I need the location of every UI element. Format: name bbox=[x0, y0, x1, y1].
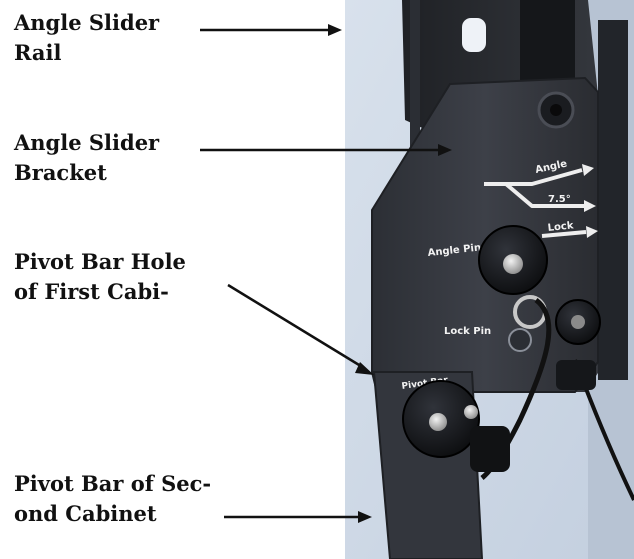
angle-arrows bbox=[484, 164, 598, 238]
callout-angle-slider-bracket: Angle Slider Bracket bbox=[14, 128, 159, 188]
callout-line: Pivot Bar Hole bbox=[14, 249, 186, 274]
callout-pivot-bar-second-cabinet: Pivot Bar of Sec- ond Cabinet bbox=[14, 469, 211, 529]
lock-pin-hole bbox=[508, 328, 532, 352]
arrow-pivot-hole bbox=[227, 283, 365, 370]
arrowhead-pivot-hole bbox=[355, 362, 374, 375]
plate-label-lock: Lock bbox=[547, 220, 574, 234]
callout-line: Angle Slider bbox=[14, 130, 160, 155]
angle-pin-knob bbox=[478, 225, 548, 295]
plate-label-angle-degrees: 7.5° bbox=[548, 194, 571, 205]
arrowhead-bracket bbox=[438, 144, 452, 156]
lock-pin-knob bbox=[555, 299, 601, 390]
pivot-bar-knob bbox=[402, 380, 480, 458]
arrowhead-pivot-bar bbox=[358, 511, 372, 523]
callout-angle-slider-rail: Angle Slider Rail bbox=[14, 8, 159, 68]
arrowhead-rail bbox=[328, 24, 342, 36]
callout-pivot-bar-hole: Pivot Bar Hole of First Cabi- bbox=[14, 247, 186, 307]
callout-line: ond Cabinet bbox=[14, 501, 157, 526]
callout-line: Angle Slider bbox=[14, 10, 160, 35]
lower-clip bbox=[470, 426, 510, 472]
rail-slot bbox=[462, 18, 486, 52]
callout-arrows bbox=[200, 24, 452, 523]
plate-label-lock-pin: Lock Pin bbox=[444, 326, 491, 337]
callout-line: Pivot Bar of Sec- bbox=[14, 471, 212, 496]
callout-line: Bracket bbox=[14, 160, 107, 185]
callout-line: of First Cabi- bbox=[14, 279, 169, 304]
callout-line: Rail bbox=[14, 40, 62, 65]
